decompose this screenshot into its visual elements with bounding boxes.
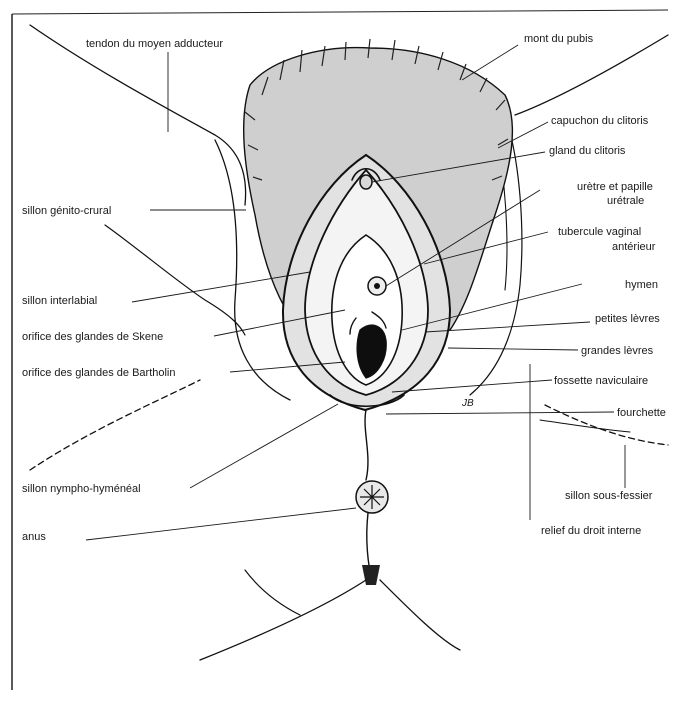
label-sillon-genito-crural: sillon génito-crural <box>22 205 111 217</box>
label-relief-droit-interne: relief du droit interne <box>541 525 641 537</box>
label-sillon-sous-fessier: sillon sous-fessier <box>565 490 653 502</box>
label-orifice-bartholin: orifice des glandes de Bartholin <box>22 367 175 379</box>
left-inner-buttock-line <box>245 570 300 615</box>
label-orifice-skene: orifice des glandes de Skene <box>22 331 163 343</box>
label-sillon-nympho-hymeneal: sillon nympho-hyménéal <box>22 483 141 495</box>
right-thigh-contour <box>515 35 668 115</box>
natal-cleft-shadow <box>362 565 380 585</box>
label-fourchette: fourchette <box>617 407 666 419</box>
label-grandes-levres: grandes lèvres <box>581 345 654 357</box>
leader-anus <box>86 508 356 540</box>
left-buttock-contour <box>200 580 366 660</box>
left-fold-dashed <box>30 380 200 470</box>
label-tubercule-line1: tubercule vaginal <box>558 226 641 238</box>
right-sous-fessier-line <box>540 420 630 432</box>
leader-grandes-levres <box>448 348 578 350</box>
label-fossette-naviculaire: fossette naviculaire <box>554 375 648 387</box>
leader-nympho <box>190 404 338 488</box>
label-hymen: hymen <box>625 279 658 291</box>
right-buttock-contour <box>380 580 460 650</box>
left-genito-crural-contour <box>105 225 245 335</box>
perineal-raphe <box>365 410 368 480</box>
label-petites-levres: petites lèvres <box>595 313 660 325</box>
frame-top-edge <box>12 10 668 14</box>
artist-signature: JB <box>461 398 474 409</box>
label-uretre-line2: urétrale <box>607 195 644 207</box>
label-sillon-interlabial: sillon interlabial <box>22 295 97 307</box>
leader-mont-pubis <box>462 45 518 80</box>
label-tendon-moyen-adducteur: tendon du moyen adducteur <box>86 38 223 50</box>
label-mont-pubis: mont du pubis <box>524 33 594 45</box>
clitoral-glans <box>360 175 372 189</box>
leader-fourchette <box>386 412 614 414</box>
label-anus: anus <box>22 531 46 543</box>
left-thigh-contour <box>30 25 246 205</box>
label-tubercule-line2: antérieur <box>612 241 656 253</box>
urethral-meatus <box>374 283 380 289</box>
label-uretre-line1: urètre et papille <box>577 181 653 193</box>
label-capuchon-clitoris: capuchon du clitoris <box>551 115 649 127</box>
label-gland-clitoris: gland du clitoris <box>549 145 626 157</box>
